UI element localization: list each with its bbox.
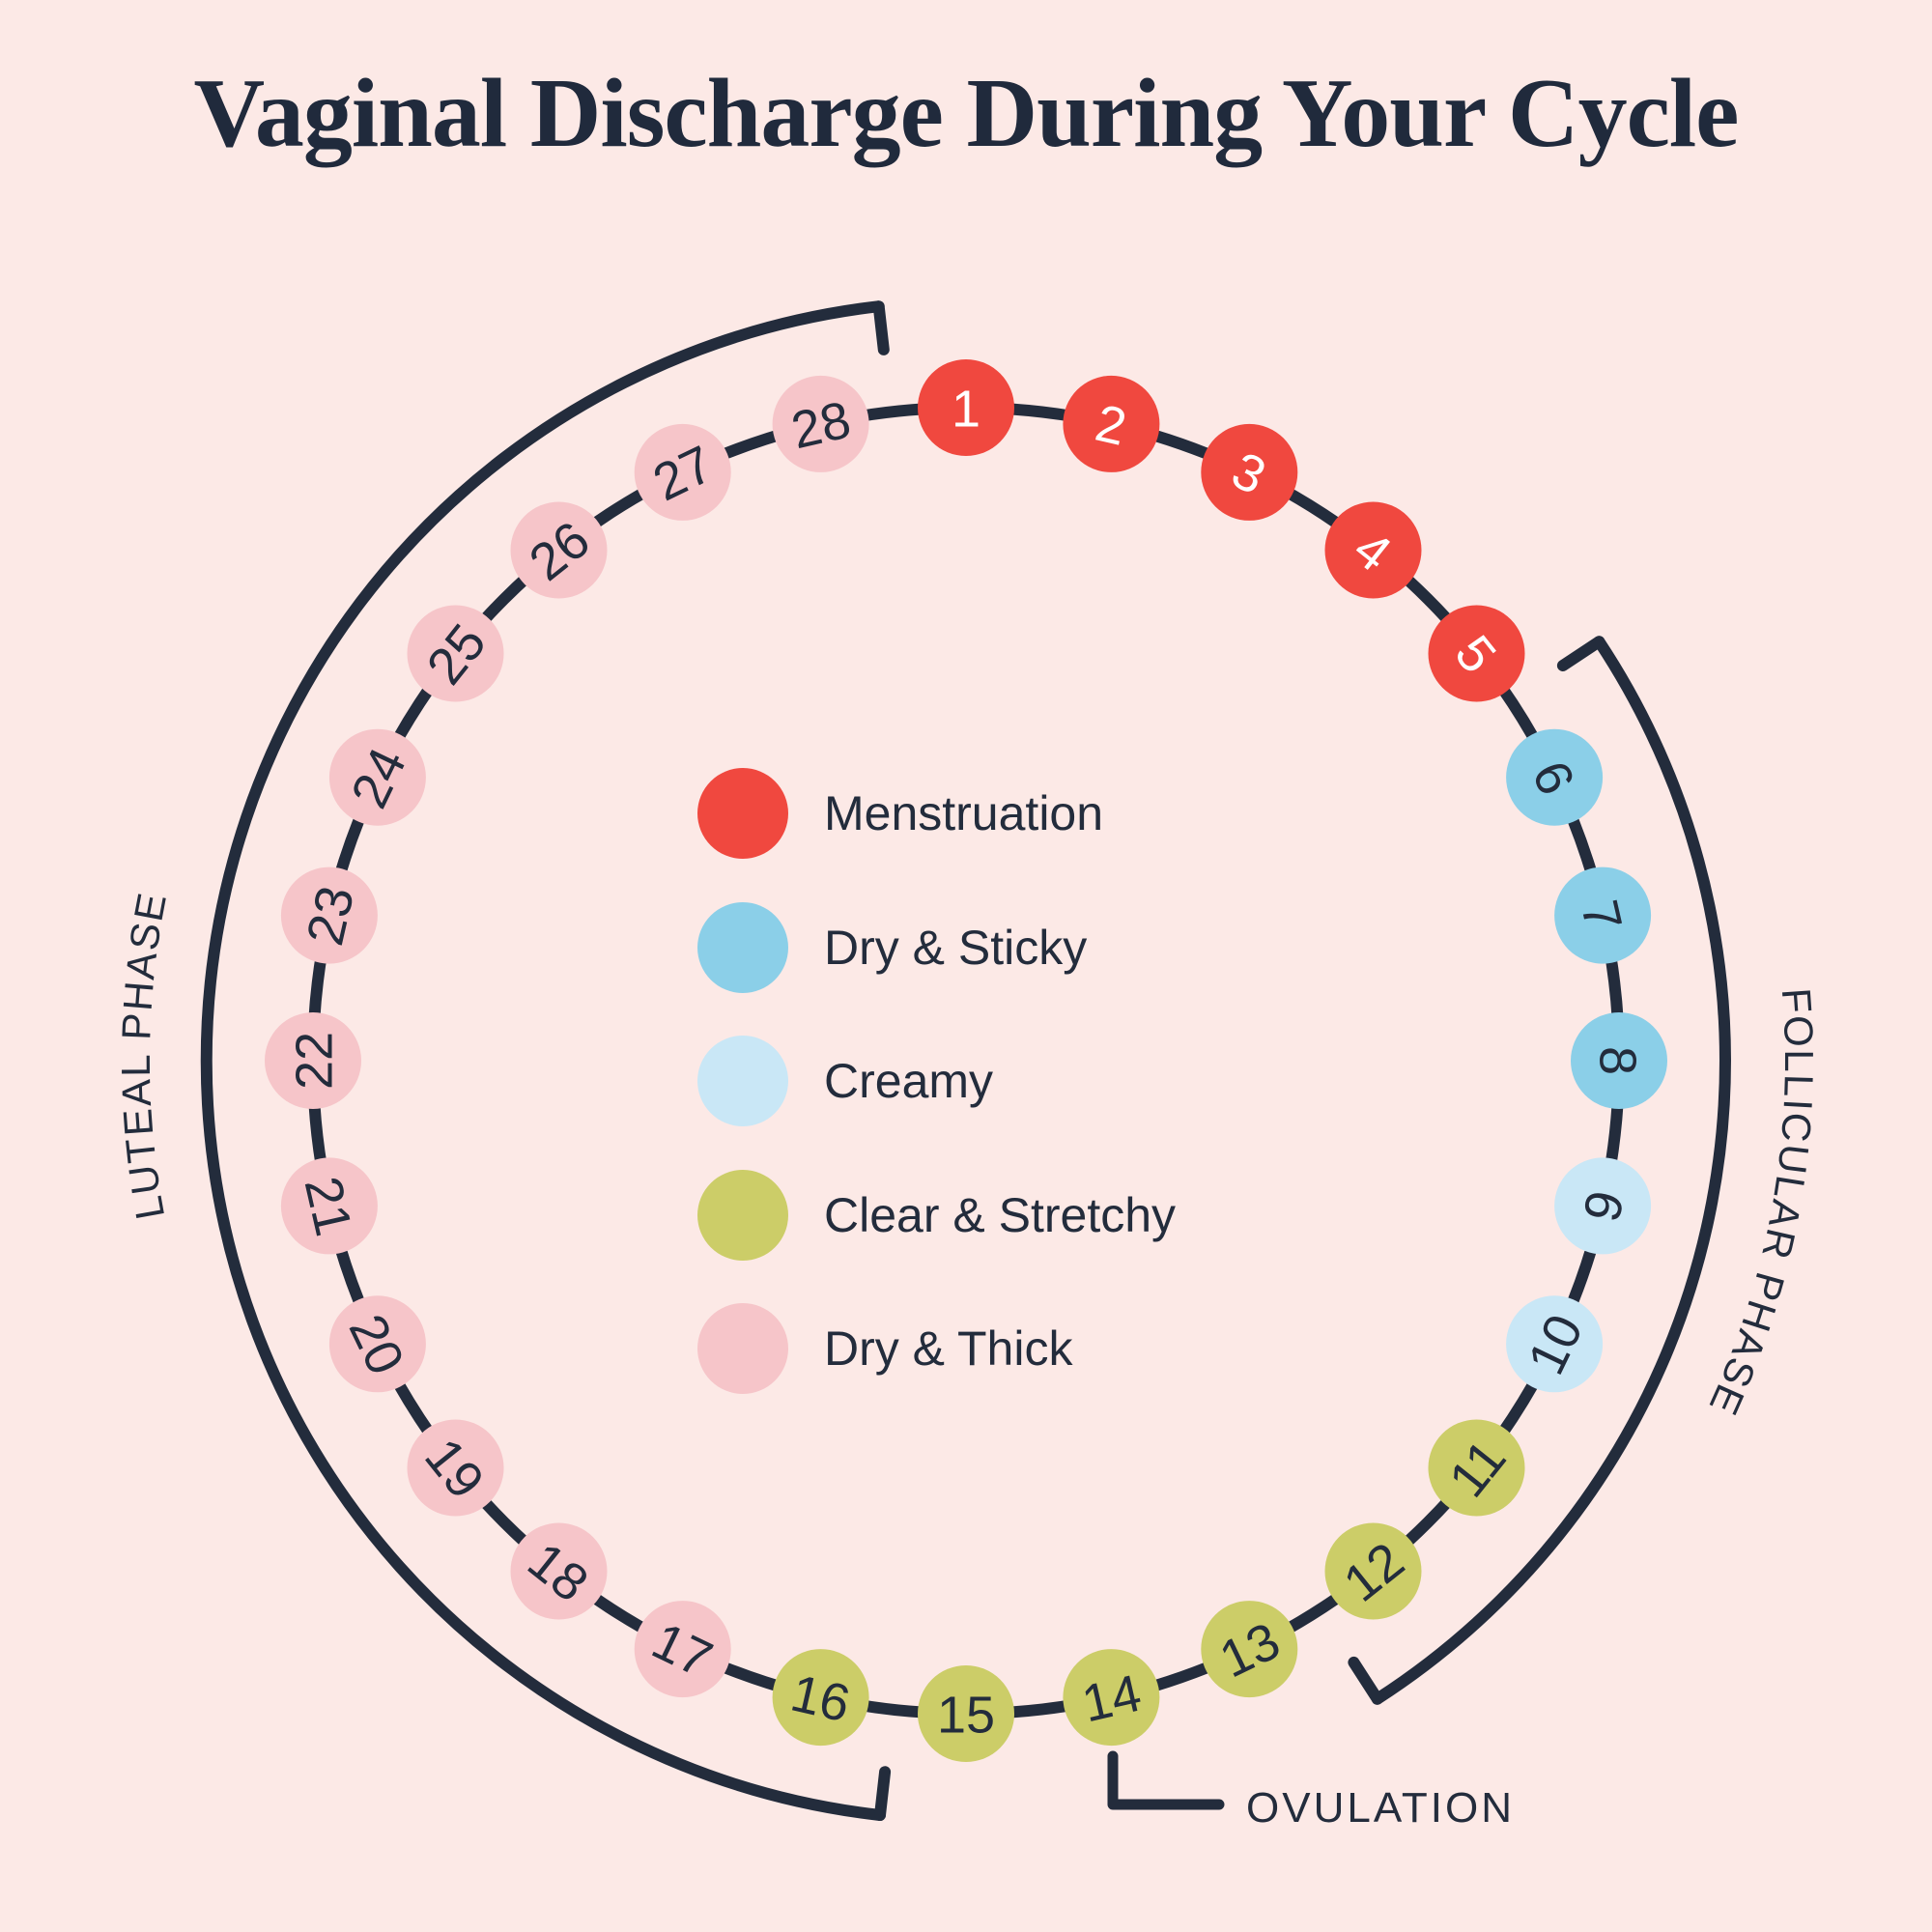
day-marker: 28	[772, 375, 869, 472]
day-circle	[328, 1295, 426, 1393]
day-circle	[918, 1665, 1014, 1762]
day-marker: 4	[1324, 501, 1422, 599]
day-marker: 25	[407, 605, 504, 702]
day-marker: 9	[1554, 1157, 1652, 1255]
day-circle	[1201, 1601, 1298, 1698]
day-circle	[407, 1419, 504, 1517]
day-circle	[1554, 867, 1652, 964]
day-circle	[407, 605, 504, 702]
day-circle	[634, 1601, 731, 1698]
day-number: 28	[786, 390, 856, 460]
luteal-bracket-tick-top	[872, 300, 890, 355]
day-marker: 7	[1554, 867, 1652, 964]
follicular-bracket-tick-top	[1556, 636, 1605, 671]
day-circle	[772, 1649, 869, 1747]
day-marker: 26	[510, 501, 608, 599]
day-circle	[265, 1012, 361, 1109]
legend-item: Creamy	[697, 1036, 993, 1126]
day-marker: 3	[1201, 423, 1298, 521]
ovulation-connector	[1107, 1750, 1225, 1810]
day-circle	[1506, 728, 1604, 826]
day-marker: 8	[1571, 1012, 1667, 1109]
legend-item: Dry & Sticky	[697, 902, 1087, 993]
day-circle	[510, 1522, 608, 1620]
legend-item: Dry & Thick	[697, 1303, 1072, 1394]
legend-label: Clear & Stretchy	[824, 1188, 1177, 1242]
day-circle	[1201, 423, 1298, 521]
day-circle	[1571, 1012, 1667, 1109]
day-circle	[1324, 1522, 1422, 1620]
ovulation-label: OVULATION	[1246, 1784, 1515, 1832]
day-circle	[1324, 501, 1422, 599]
day-circle	[280, 867, 378, 964]
day-number: 14	[1077, 1664, 1147, 1734]
follicular-bracket-tick-bottom	[1348, 1656, 1383, 1705]
day-marker: 16	[772, 1649, 869, 1747]
page-title: Vaginal Discharge During Your Cycle	[193, 59, 1740, 168]
day-marker: 19	[407, 1419, 504, 1517]
day-marker: 5	[1428, 605, 1525, 702]
day-marker: 24	[328, 728, 426, 826]
day-circle	[918, 359, 1014, 456]
legend-item: Menstruation	[697, 768, 1103, 859]
legend-swatch	[697, 902, 788, 993]
legend-swatch	[697, 1036, 788, 1126]
day-number: 8	[1589, 1046, 1647, 1075]
day-marker: 2	[1063, 375, 1160, 472]
day-marker: 10	[1506, 1295, 1604, 1393]
legend-label: Menstruation	[824, 786, 1104, 840]
day-marker: 13	[1201, 1601, 1298, 1698]
day-number: 16	[785, 1664, 855, 1734]
day-marker: 27	[634, 423, 731, 521]
day-marker: 17	[634, 1601, 731, 1698]
day-circle	[772, 375, 869, 472]
day-marker: 21	[280, 1157, 378, 1255]
day-circle	[1428, 1419, 1525, 1517]
day-circle	[1554, 1157, 1652, 1255]
luteal-bracket-tick-bottom	[874, 1766, 892, 1821]
day-number: 15	[937, 1686, 995, 1744]
day-marker: 1	[918, 359, 1014, 456]
day-circle	[1428, 605, 1525, 702]
day-circle	[1506, 1295, 1604, 1393]
day-circle	[1063, 1649, 1160, 1747]
day-circle	[280, 1157, 378, 1255]
follicular-bracket-arc	[1348, 636, 1731, 1705]
day-circle	[328, 728, 426, 826]
day-circle	[1063, 375, 1160, 472]
legend-swatch	[697, 768, 788, 859]
legend-label: Dry & Thick	[824, 1321, 1073, 1376]
day-number: 21	[294, 1172, 363, 1241]
legend-swatch	[697, 1170, 788, 1261]
day-marker: 14	[1063, 1649, 1160, 1747]
day-marker: 20	[328, 1295, 426, 1393]
day-circle	[510, 501, 608, 599]
day-marker: 18	[510, 1522, 608, 1620]
legend-label: Creamy	[824, 1054, 994, 1108]
day-number: 22	[285, 1032, 343, 1090]
legend-label: Dry & Sticky	[824, 921, 1088, 975]
day-marker: 11	[1428, 1419, 1525, 1517]
legend-item: Clear & Stretchy	[697, 1170, 1176, 1261]
day-number: 23	[296, 881, 365, 951]
day-number: 1	[952, 380, 980, 438]
legend-swatch	[697, 1303, 788, 1394]
day-circle	[634, 423, 731, 521]
day-marker: 22	[265, 1012, 361, 1109]
day-marker: 6	[1506, 728, 1604, 826]
day-marker: 23	[280, 867, 378, 964]
luteal-bracket-arc	[200, 300, 892, 1821]
day-marker: 12	[1324, 1522, 1422, 1620]
day-marker: 15	[918, 1665, 1014, 1762]
